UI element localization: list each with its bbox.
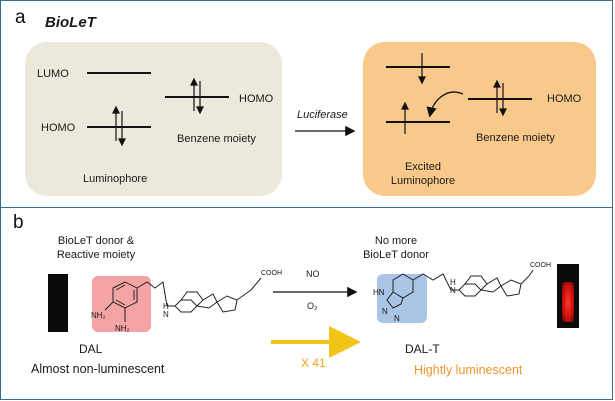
dalt-n-bottom: N [394,314,400,323]
dal-structure [104,277,262,322]
reagent-o2: O₂ [307,301,318,311]
ground-state-box [25,42,282,196]
dal-cooh: COOH [261,270,282,277]
dalt-hn: HN [373,288,385,297]
panel-b: b BioLeT donor & Reactive moiety NH₂ NH₂… [0,207,613,400]
dalt-vial-image [557,264,579,328]
panel-b-structures [104,269,534,358]
dal-vial-image [48,274,68,332]
excited-lumo-electron [418,53,426,85]
dalt-structure [386,269,534,309]
panel-a-letter: a [15,7,26,28]
reagent-no: NO [306,269,320,279]
luminophore-label: Luminophore [83,173,148,185]
dal-note-1: BioLeT donor & [57,235,135,247]
excited-homo-label: HOMO [547,93,582,105]
homo-left-label: HOMO [41,122,76,134]
excited-luminophore-label-1: Excited [404,161,442,173]
luciferase-label: Luciferase [297,109,348,121]
homo-right-label: HOMO [239,93,274,105]
dalt-description: Hightly luminescent [414,363,523,377]
dal-note-2: Reactive moiety [56,249,136,261]
dal-description: Almost non-luminescent [31,362,165,376]
excited-benzene-homo-level [468,98,532,100]
excited-homo-level [386,121,450,123]
benzene-homo-level [165,96,229,98]
electron-transfer-arrow [426,91,464,118]
dal-name: DAL [79,342,103,356]
dalt-amine-h: H [450,278,456,287]
dal-nh2-bottom: NH₂ [115,324,130,333]
excited-homo-electron [401,101,409,134]
fold-increase-label: X 41 [301,356,326,370]
dalt-note-2: BioLeT donor [363,249,429,261]
dalt-name: DAL-T [405,342,440,356]
benzene-moiety-label: Benzene moiety [177,133,256,145]
panel-a: a BioLeT LUMO HOMO HOMO Benzene moiety L… [0,0,613,208]
electron-pair-luminophore [112,105,126,147]
dalt-cooh: COOH [530,262,551,269]
panel-a-title: BioLeT [45,14,96,31]
dalt-n-ring: N [382,307,388,316]
excited-state-box [363,42,596,196]
dalt-note-1: No more [374,235,418,247]
lumo-label: LUMO [37,68,69,80]
excited-benzene-electrons [493,79,507,117]
electron-pair-benzene [190,77,204,115]
excited-luminophore-label-2: Luminophore [390,175,456,187]
dal-nh2-top: NH₂ [91,311,106,320]
panel-a-drawings [112,53,507,147]
dal-amine-h: H [163,302,169,311]
luminophore-homo-level [87,126,151,128]
dalt-triazole-highlight [377,274,427,323]
excited-lumo-level [386,66,450,68]
panel-b-letter: b [13,212,24,233]
excited-benzene-label: Benzene moiety [476,132,555,144]
dal-amine-n: N [163,310,169,319]
lumo-level [87,72,151,74]
